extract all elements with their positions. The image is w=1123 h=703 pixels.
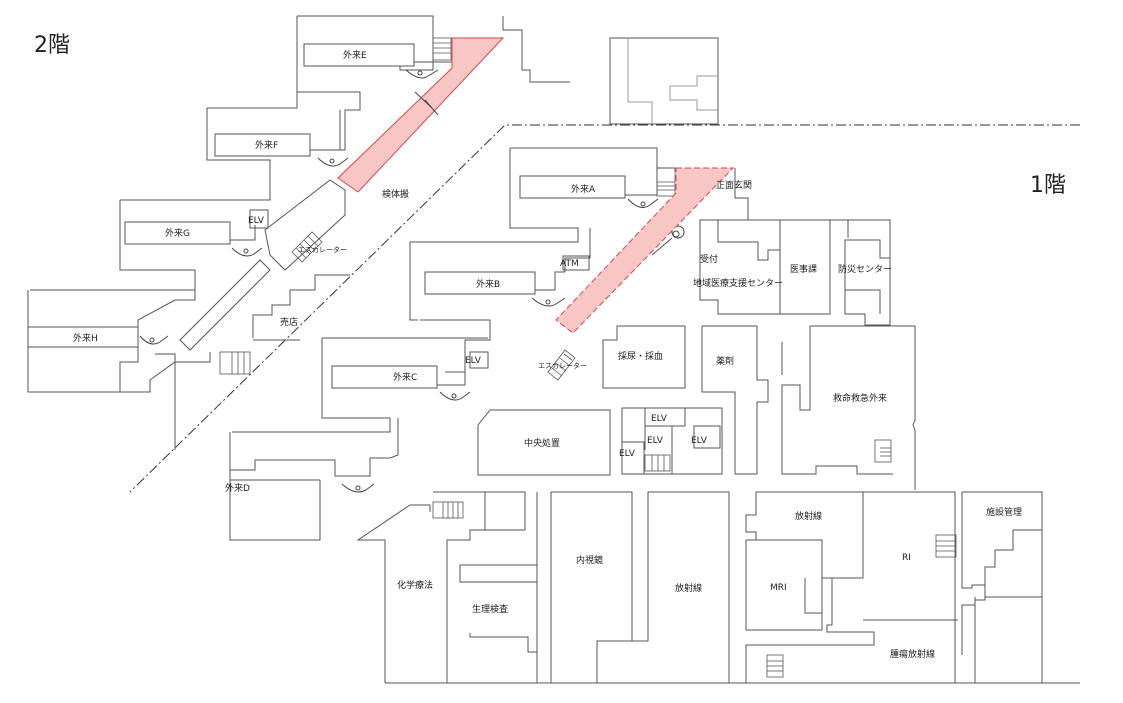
escalator-icon bbox=[291, 231, 323, 263]
label-elv-2f: ELV bbox=[248, 216, 265, 226]
label-escalator-1f: エスカレーター bbox=[538, 361, 587, 370]
stairs-icon bbox=[219, 351, 251, 375]
label-elv-c: ELV bbox=[465, 356, 482, 366]
restroom-icon bbox=[405, 69, 439, 79]
room-outpatient-c[interactable] bbox=[331, 365, 438, 389]
room-pharmacy[interactable] bbox=[701, 325, 769, 475]
stairs-icon bbox=[935, 534, 957, 558]
room-central-treatment[interactable] bbox=[477, 409, 611, 476]
label-urine-blood: 採尿・採血 bbox=[618, 350, 663, 362]
label-radiology-1: 放射線 bbox=[675, 582, 702, 594]
label-elv-3: ELV bbox=[691, 436, 708, 446]
floor-label-2f: 2階 bbox=[34, 33, 70, 58]
label-reception: 受付 bbox=[700, 253, 718, 265]
label-endoscopy: 内視鏡 bbox=[576, 554, 603, 566]
label-outpatient-g: 外来G bbox=[165, 227, 190, 239]
floor-2-plan: ELV エスカレーター 売店 検体搬 bbox=[27, 15, 719, 450]
label-outpatient-f: 外来F bbox=[255, 139, 278, 151]
label-radiation-oncology: 腫瘍放射線 bbox=[890, 648, 935, 660]
label-regional-center: 地域医療支援センター bbox=[693, 277, 783, 289]
floor-divider-line bbox=[129, 124, 1080, 493]
room-mri[interactable] bbox=[745, 539, 823, 631]
label-facility-mgmt: 施設管理 bbox=[986, 506, 1022, 518]
stairs-icon bbox=[432, 501, 464, 519]
label-emergency: 救命救急外来 bbox=[833, 392, 887, 404]
stairs-icon bbox=[766, 654, 784, 678]
label-outpatient-c: 外来C bbox=[393, 371, 417, 383]
floor-label-1f: 1階 bbox=[1030, 173, 1066, 198]
room-urine-blood[interactable] bbox=[602, 325, 686, 389]
label-disaster-center: 防災センター bbox=[838, 263, 892, 275]
corridor-island bbox=[179, 259, 271, 351]
label-pharmacy: 薬剤 bbox=[716, 355, 734, 367]
stairs-icon bbox=[656, 167, 676, 197]
label-specimen: 検体搬 bbox=[382, 188, 409, 200]
room-outpatient-h[interactable] bbox=[27, 326, 139, 348]
label-chemo: 化学療法 bbox=[397, 579, 433, 591]
label-main-entrance: 正面玄関 bbox=[716, 179, 752, 191]
highlighted-route-2f bbox=[337, 37, 505, 193]
elevator-icon bbox=[469, 351, 489, 369]
label-escalator-2f: エスカレーター bbox=[298, 245, 347, 254]
label-physiology: 生理検査 bbox=[472, 603, 508, 615]
label-outpatient-d: 外来D bbox=[225, 482, 250, 494]
label-shop: 売店 bbox=[280, 316, 298, 328]
label-elv-4: ELV bbox=[619, 449, 636, 459]
label-medical-affairs: 医事課 bbox=[790, 263, 817, 275]
label-outpatient-h: 外来H bbox=[73, 332, 98, 344]
label-mri: MRI bbox=[770, 583, 787, 593]
stairs-icon bbox=[432, 37, 452, 61]
label-ri: RI bbox=[902, 553, 911, 563]
label-outpatient-a: 外来A bbox=[571, 183, 596, 195]
label-elv-2: ELV bbox=[647, 436, 664, 446]
label-elv-1: ELV bbox=[651, 414, 668, 424]
stairs-icon bbox=[874, 439, 892, 463]
elevator-icon bbox=[249, 209, 269, 229]
label-outpatient-e: 外来E bbox=[343, 49, 367, 61]
highlighted-route-1f bbox=[555, 167, 735, 334]
label-outpatient-b: 外来B bbox=[476, 278, 500, 290]
escalator-icon bbox=[547, 349, 576, 381]
label-central-treatment: 中央処置 bbox=[524, 437, 560, 449]
label-atm: ATM bbox=[560, 259, 579, 269]
stairs-icon bbox=[644, 454, 671, 472]
label-radiology-2: 放射線 bbox=[795, 510, 822, 522]
floor-1-plan: ATM ELV 受付 地域医療支援センター 医事課 防災センター bbox=[225, 147, 1080, 684]
